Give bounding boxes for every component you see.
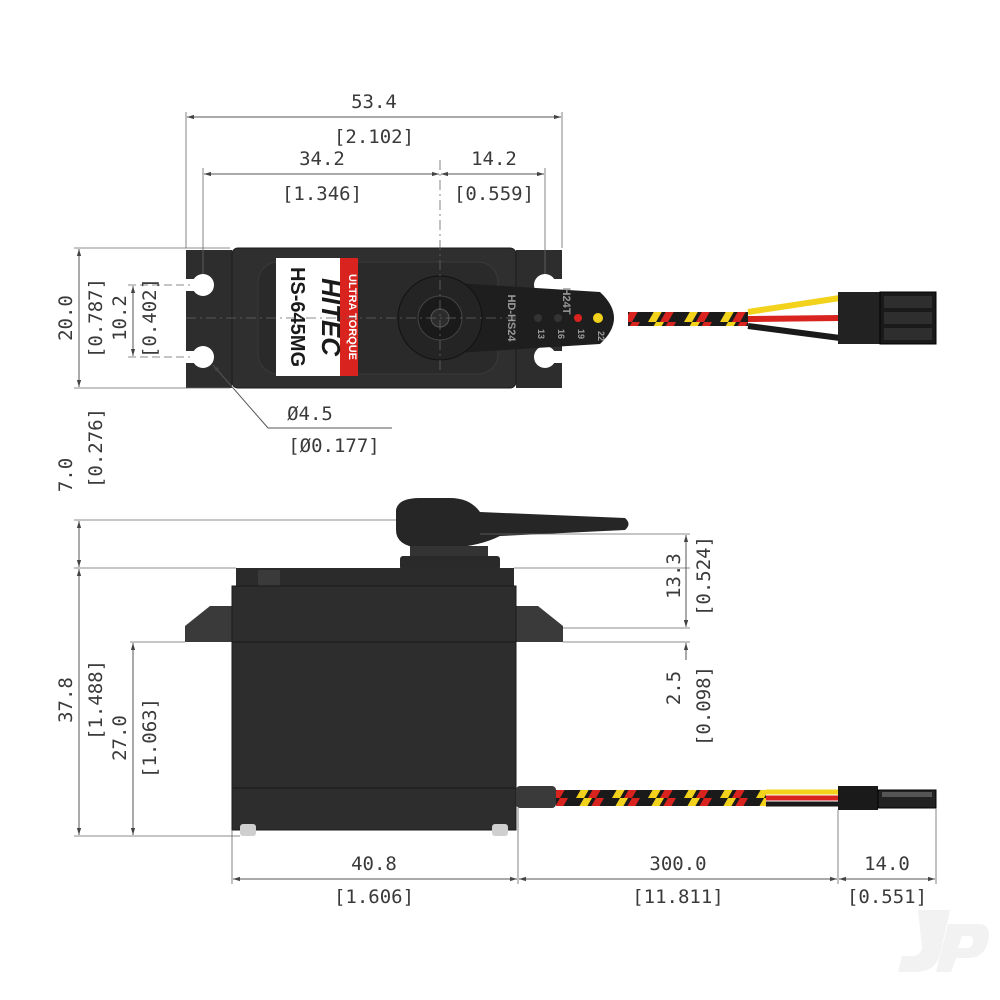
horn-hole-label-16: 16 — [556, 329, 566, 339]
dim-mount-spacing: 34.2 — [299, 148, 345, 170]
side-foot-left — [240, 824, 256, 836]
side-output-shaft — [410, 546, 488, 558]
side-horn — [396, 498, 629, 548]
dim-output-offset-in: [0.559] — [454, 183, 534, 205]
horn-hole-label-13: 13 — [536, 329, 546, 339]
side-flange-right — [514, 606, 563, 642]
dim-flange-thickness: 2.5 — [663, 671, 685, 705]
side-foot-right — [492, 824, 508, 836]
dim-body-length-in: [1.606] — [334, 886, 414, 908]
dim-overall-width-in: [2.102] — [334, 126, 414, 148]
dim-mount-spacing-in: [1.346] — [282, 183, 362, 205]
top-view: ULTRA TORQUE HITEC HS-645MG H24T HD-HS24… — [74, 112, 937, 429]
dim-horn-height: 7.0 — [55, 458, 77, 492]
dim-flange-height-in: [1.063] — [139, 698, 161, 778]
top-cable-twisted — [628, 312, 748, 326]
dim-top-height: 20.0 — [55, 295, 77, 341]
horn-hole-label-22: 22 — [596, 331, 606, 341]
top-flange-plate — [186, 250, 232, 388]
label-tagline: ULTRA TORQUE — [346, 274, 358, 360]
dim-hole-diameter-in: [Ø0.177] — [288, 435, 380, 457]
dim-output-offset: 14.2 — [471, 148, 517, 170]
top-view-dimensions: 53.4 [2.102] 34.2 [1.346] 14.2 [0.559] 2… — [55, 91, 534, 457]
side-cable-twisted — [556, 790, 766, 806]
dim-hole-diameter: Ø4.5 — [287, 403, 333, 425]
dim-body-length: 40.8 — [351, 853, 397, 875]
top-cable-split — [747, 295, 841, 315]
side-connector — [838, 786, 937, 810]
dim-overall-width: 53.4 — [351, 91, 397, 113]
horn-model-text: HD-HS24 — [505, 294, 517, 342]
horn-hole-19 — [574, 314, 582, 322]
side-top-cap — [236, 568, 514, 588]
dim-hole-spacing: 10.2 — [109, 295, 131, 341]
dim-flange-height: 27.0 — [109, 715, 131, 761]
dim-cable-length: 300.0 — [649, 853, 706, 875]
dim-top-to-flange: 13.3 — [663, 553, 685, 599]
dim-connector-length: 14.0 — [864, 853, 910, 875]
side-case-body — [231, 585, 517, 831]
horn-hole-22 — [593, 313, 603, 323]
dim-top-height-in: [0.787] — [85, 278, 107, 358]
top-connector — [838, 291, 937, 345]
horn-hole-label-19: 19 — [576, 329, 586, 339]
product-label: ULTRA TORQUE HITEC HS-645MG — [276, 258, 358, 376]
side-flange-left — [185, 606, 234, 642]
horn-spline-text: H24T — [560, 288, 572, 315]
label-model: HS-645MG — [286, 267, 308, 367]
dim-connector-length-in: [0.551] — [847, 886, 927, 908]
dim-total-height: 37.8 — [55, 677, 77, 723]
side-view — [74, 498, 937, 884]
side-cable-grommet — [516, 786, 556, 808]
dim-flange-thickness-in: [0.098] — [693, 666, 715, 746]
dim-cable-length-in: [11.811] — [632, 886, 724, 908]
dim-top-to-flange-in: [0.524] — [693, 536, 715, 616]
dim-total-height-in: [1.488] — [85, 660, 107, 740]
side-view-dimensions: 7.0 [0.276] 37.8 [1.488] 27.0 [1.063] 13… — [55, 408, 927, 908]
watermark-logo — [898, 910, 989, 972]
dim-hole-spacing-in: [0.402] — [139, 278, 161, 358]
dim-horn-height-in: [0.276] — [85, 408, 107, 488]
